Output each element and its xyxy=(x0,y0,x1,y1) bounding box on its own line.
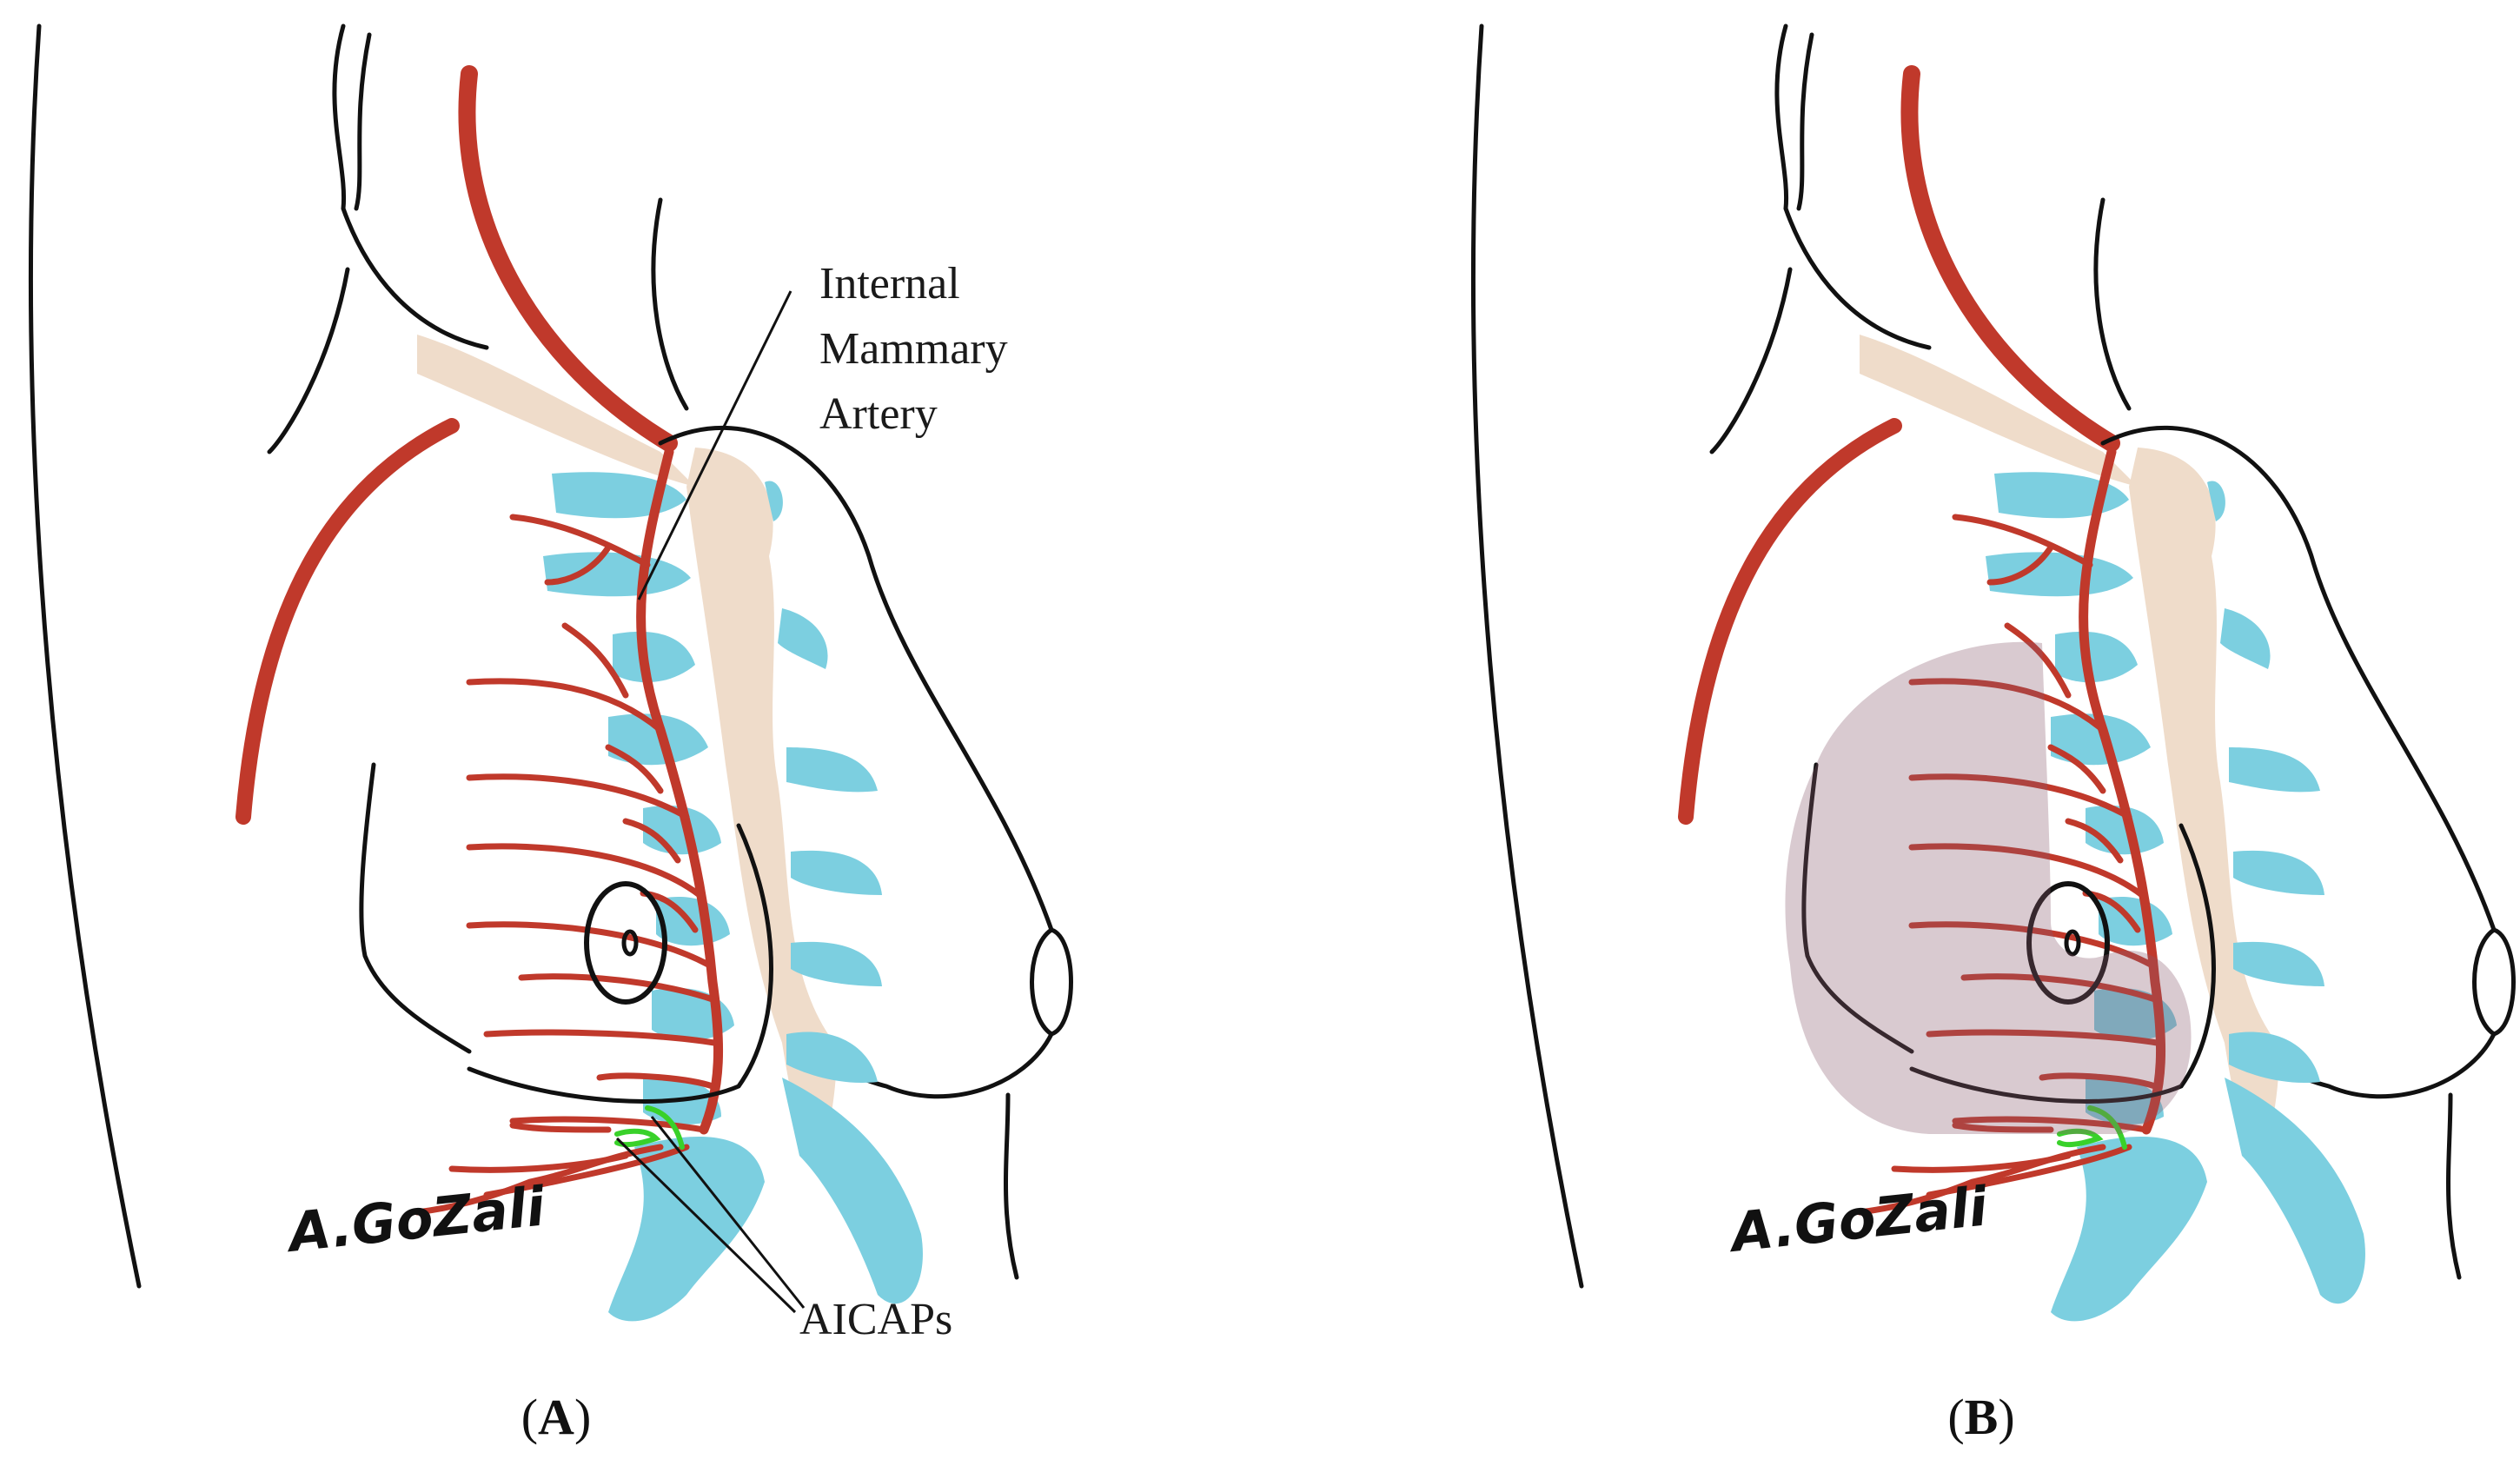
flap-overlay xyxy=(1785,641,2192,1134)
ima-label-line2: Mammary xyxy=(819,324,1008,374)
panel-label-b: (B) xyxy=(1947,1389,2014,1445)
panel-b: A.GoZali (B) xyxy=(1474,26,2514,1445)
aicaps-leader-line-2 xyxy=(650,1116,806,1309)
ima-leader-line xyxy=(637,290,792,600)
panel-a: Internal Mammary Artery AICAPs A.GoZali … xyxy=(31,26,1071,1445)
artist-signature-a: A.GoZali xyxy=(282,1174,548,1264)
artist-signature-b: A.GoZali xyxy=(1724,1174,1991,1264)
ima-label-line1: Internal xyxy=(819,259,960,308)
ima-label-line3: Artery xyxy=(819,389,938,439)
aicaps-leader-line-1 xyxy=(615,1137,797,1314)
panel-label-a: (A) xyxy=(521,1389,592,1445)
aicaps-label: AICAPs xyxy=(799,1295,952,1344)
panel-a-illustration xyxy=(31,26,1071,1321)
